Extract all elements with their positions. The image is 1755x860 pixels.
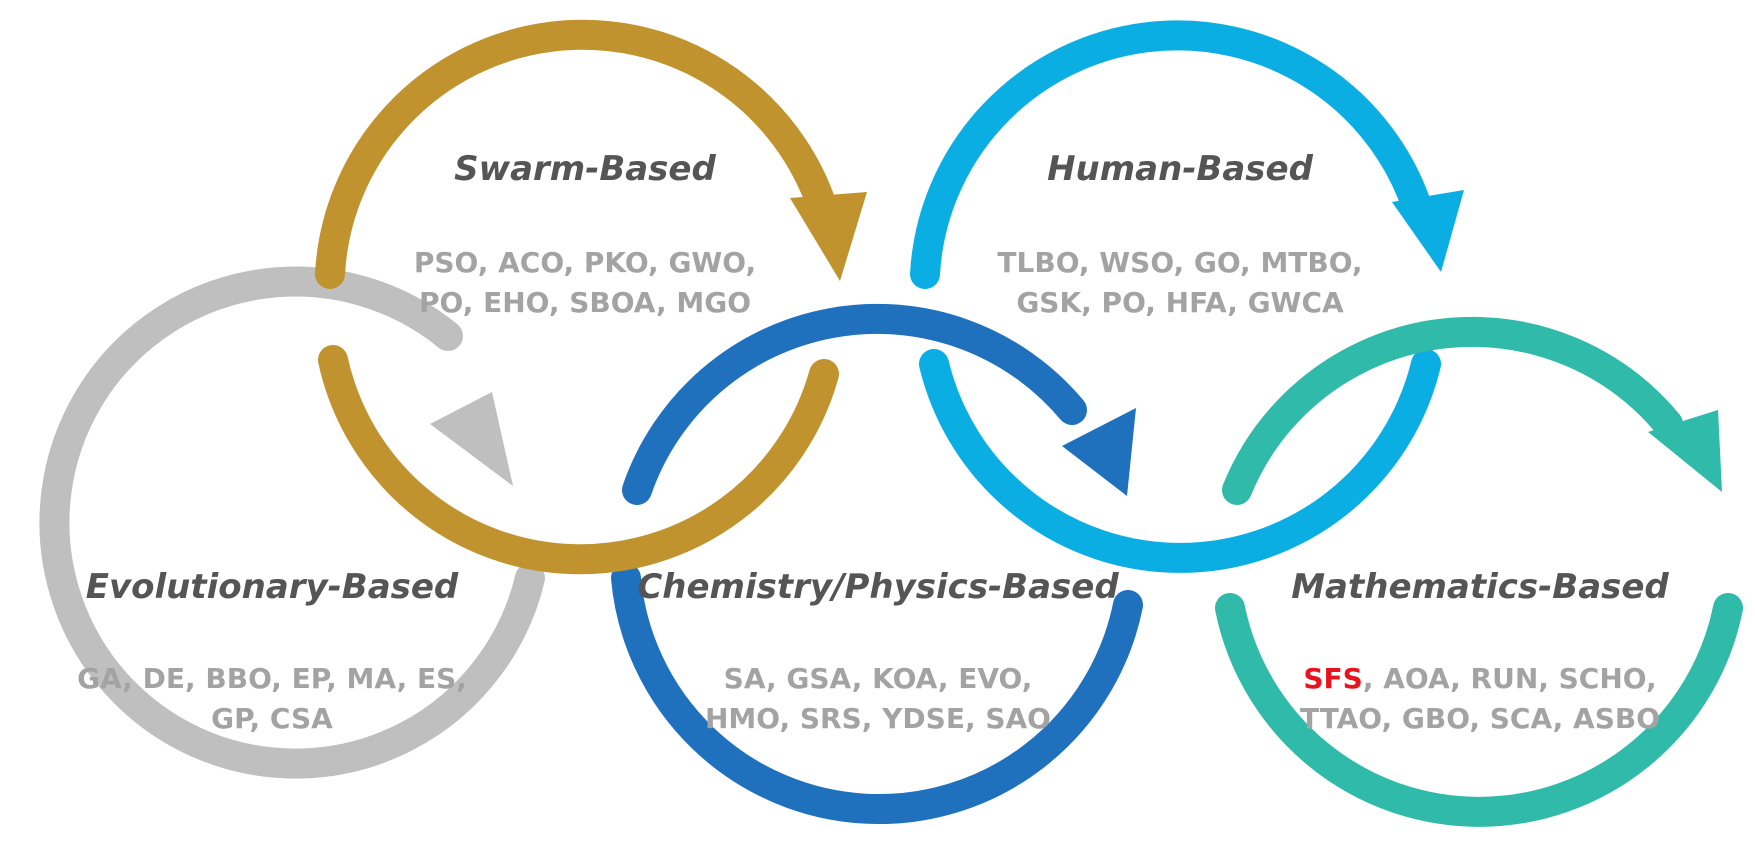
mathematics-algorithms-line1-rest: , AOA, RUN, SCHO,	[1363, 662, 1657, 695]
mathematics-ring-bottom	[1215, 593, 1743, 827]
human-title: Human-Based	[1047, 149, 1314, 189]
swarm-algorithms-line1: PSO, ACO, PKO, GWO,	[414, 246, 756, 279]
evolutionary-ring	[39, 266, 545, 779]
human-arrowhead	[1392, 190, 1464, 272]
evolutionary-algorithms-line1: GA, DE, BBO, EP, MA, ES,	[77, 662, 467, 695]
evolutionary-arrowhead	[430, 392, 513, 486]
human-algorithms-line1: TLBO, WSO, GO, MTBO,	[997, 246, 1362, 279]
evolutionary-title: Evolutionary-Based	[86, 567, 459, 607]
highlighted-algorithm-sfs: SFS	[1303, 662, 1362, 695]
mathematics-arrowhead	[1648, 410, 1722, 492]
evolutionary-algorithms-line2: GP, CSA	[211, 702, 333, 735]
swarm-ring	[315, 19, 867, 575]
mathematics-algorithms-line1: SFS, AOA, RUN, SCHO,	[1303, 662, 1656, 695]
mathematics-title: Mathematics-Based	[1291, 567, 1669, 607]
chemistry-algorithms-line2: HMO, SRS, YDSE, SAO	[705, 702, 1051, 735]
human-ring	[910, 20, 1464, 573]
swarm-title: Swarm-Based	[454, 149, 716, 189]
chemistry-ring-top	[622, 303, 1136, 505]
mathematics-algorithms-line2: TTAO, GBO, SCA, ASBO	[1300, 702, 1660, 735]
human-algorithms-line2: GSK, PO, HFA, GWCA	[1016, 286, 1344, 319]
chemistry-arrowhead	[1062, 408, 1136, 496]
mathematics-ring-top	[1222, 316, 1722, 505]
chemistry-ring-bottom	[611, 563, 1143, 824]
swarm-arrowhead	[790, 192, 867, 281]
swarm-algorithms-line2: PO, EHO, SBOA, MGO	[419, 286, 751, 319]
chemistry-algorithms-line1: SA, GSA, KOA, EVO,	[724, 662, 1033, 695]
chemistry-title: Chemistry/Physics-Based	[637, 567, 1119, 607]
